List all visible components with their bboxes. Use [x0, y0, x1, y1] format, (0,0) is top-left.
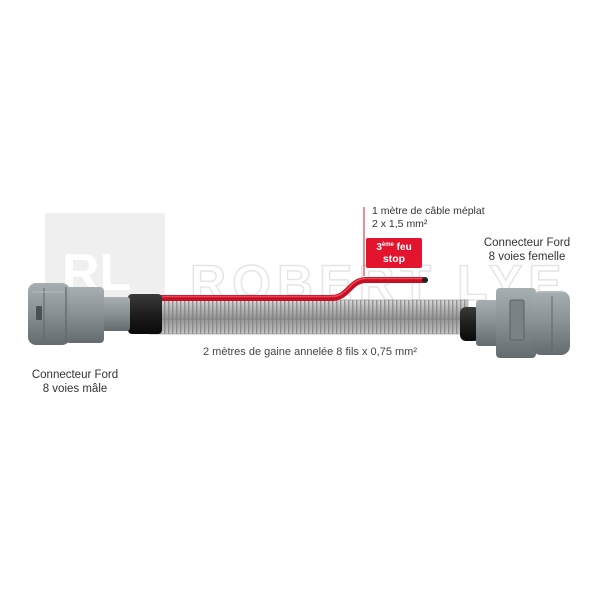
- flat-cable-highlight: [150, 277, 423, 298]
- male-connector-neck: [100, 297, 130, 331]
- stop-badge-number: 3: [376, 242, 382, 253]
- flat-cable-label-line2: 2 x 1,5 mm²: [372, 218, 428, 231]
- female-connector: [460, 288, 570, 358]
- male-connector-collar: [66, 287, 104, 343]
- black-sleeve-left: [128, 294, 162, 334]
- female-connector-latch: [509, 299, 525, 341]
- stop-badge-line1: 3ème feu: [366, 242, 422, 253]
- flat-cable-end: [422, 277, 428, 283]
- flat-cable-label-line1: 1 mètre de câble méplat: [372, 205, 485, 217]
- male-connector: [28, 283, 130, 345]
- male-connector-latch: [36, 306, 42, 320]
- stop-badge-line2: stop: [382, 253, 406, 265]
- female-connector-label-line2: 8 voies femelle: [488, 251, 566, 264]
- male-connector-label-line2: 8 voies mâle: [42, 383, 108, 396]
- male-connector-label: Connecteur Ford 8 voies mâle: [10, 368, 140, 397]
- stop-badge-superscript: ème: [381, 242, 394, 248]
- female-connector-label: Connecteur Ford 8 voies femelle: [462, 236, 592, 265]
- stop-badge-word: feu: [396, 242, 412, 253]
- black-sleeve-right: [460, 307, 480, 341]
- corrugated-sheath: [150, 300, 468, 334]
- flat-cable-label: 1 mètre de câble méplat 2 x 1,5 mm²: [372, 205, 485, 231]
- male-connector-head: [28, 283, 70, 345]
- male-connector-label-line1: Connecteur Ford: [31, 369, 119, 381]
- third-stop-light-badge: 3ème feu stop: [366, 238, 422, 268]
- female-connector-head: [532, 291, 570, 355]
- female-connector-collar: [476, 300, 500, 346]
- female-connector-label-line1: Connecteur Ford: [483, 237, 571, 249]
- flat-cable: [147, 277, 426, 301]
- sheath-label: 2 mètres de gaine annelée 8 fils x 0,75 …: [202, 346, 417, 358]
